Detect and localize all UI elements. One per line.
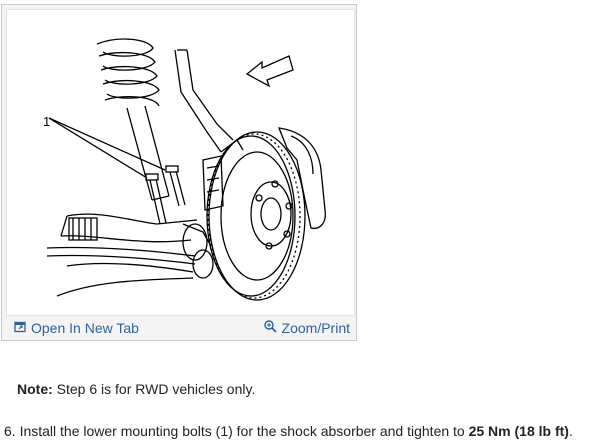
note-paragraph: Note: Step 6 is for RWD vehicles only.	[17, 381, 255, 397]
shock-absorber-illustration[interactable]: 1	[6, 9, 355, 316]
zoom-icon	[263, 320, 277, 336]
figure-toolbar: Open In New Tab Zoom/Print	[6, 317, 353, 339]
figure-panel: 1 Open In New Tab Zoom/Print	[1, 4, 357, 341]
step-suffix: .	[568, 423, 573, 439]
note-text: Step 6 is for RWD vehicles only.	[52, 381, 256, 397]
open-in-new-tab-label: Open In New Tab	[31, 320, 139, 336]
zoom-print-label: Zoom/Print	[281, 320, 350, 336]
new-tab-icon	[14, 320, 26, 336]
zoom-print-link[interactable]: Zoom/Print	[263, 320, 350, 336]
suspension-drawing	[46, 38, 326, 301]
step-6-instruction: 6. Install the lower mounting bolts (1) …	[4, 423, 573, 439]
note-label: Note:	[17, 381, 53, 397]
step-text: 6. Install the lower mounting bolts (1) …	[4, 423, 469, 439]
callout-number: 1	[43, 114, 51, 129]
open-in-new-tab-link[interactable]: Open In New Tab	[14, 320, 139, 336]
torque-spec: 25 Nm (18 lb ft)	[468, 423, 569, 439]
